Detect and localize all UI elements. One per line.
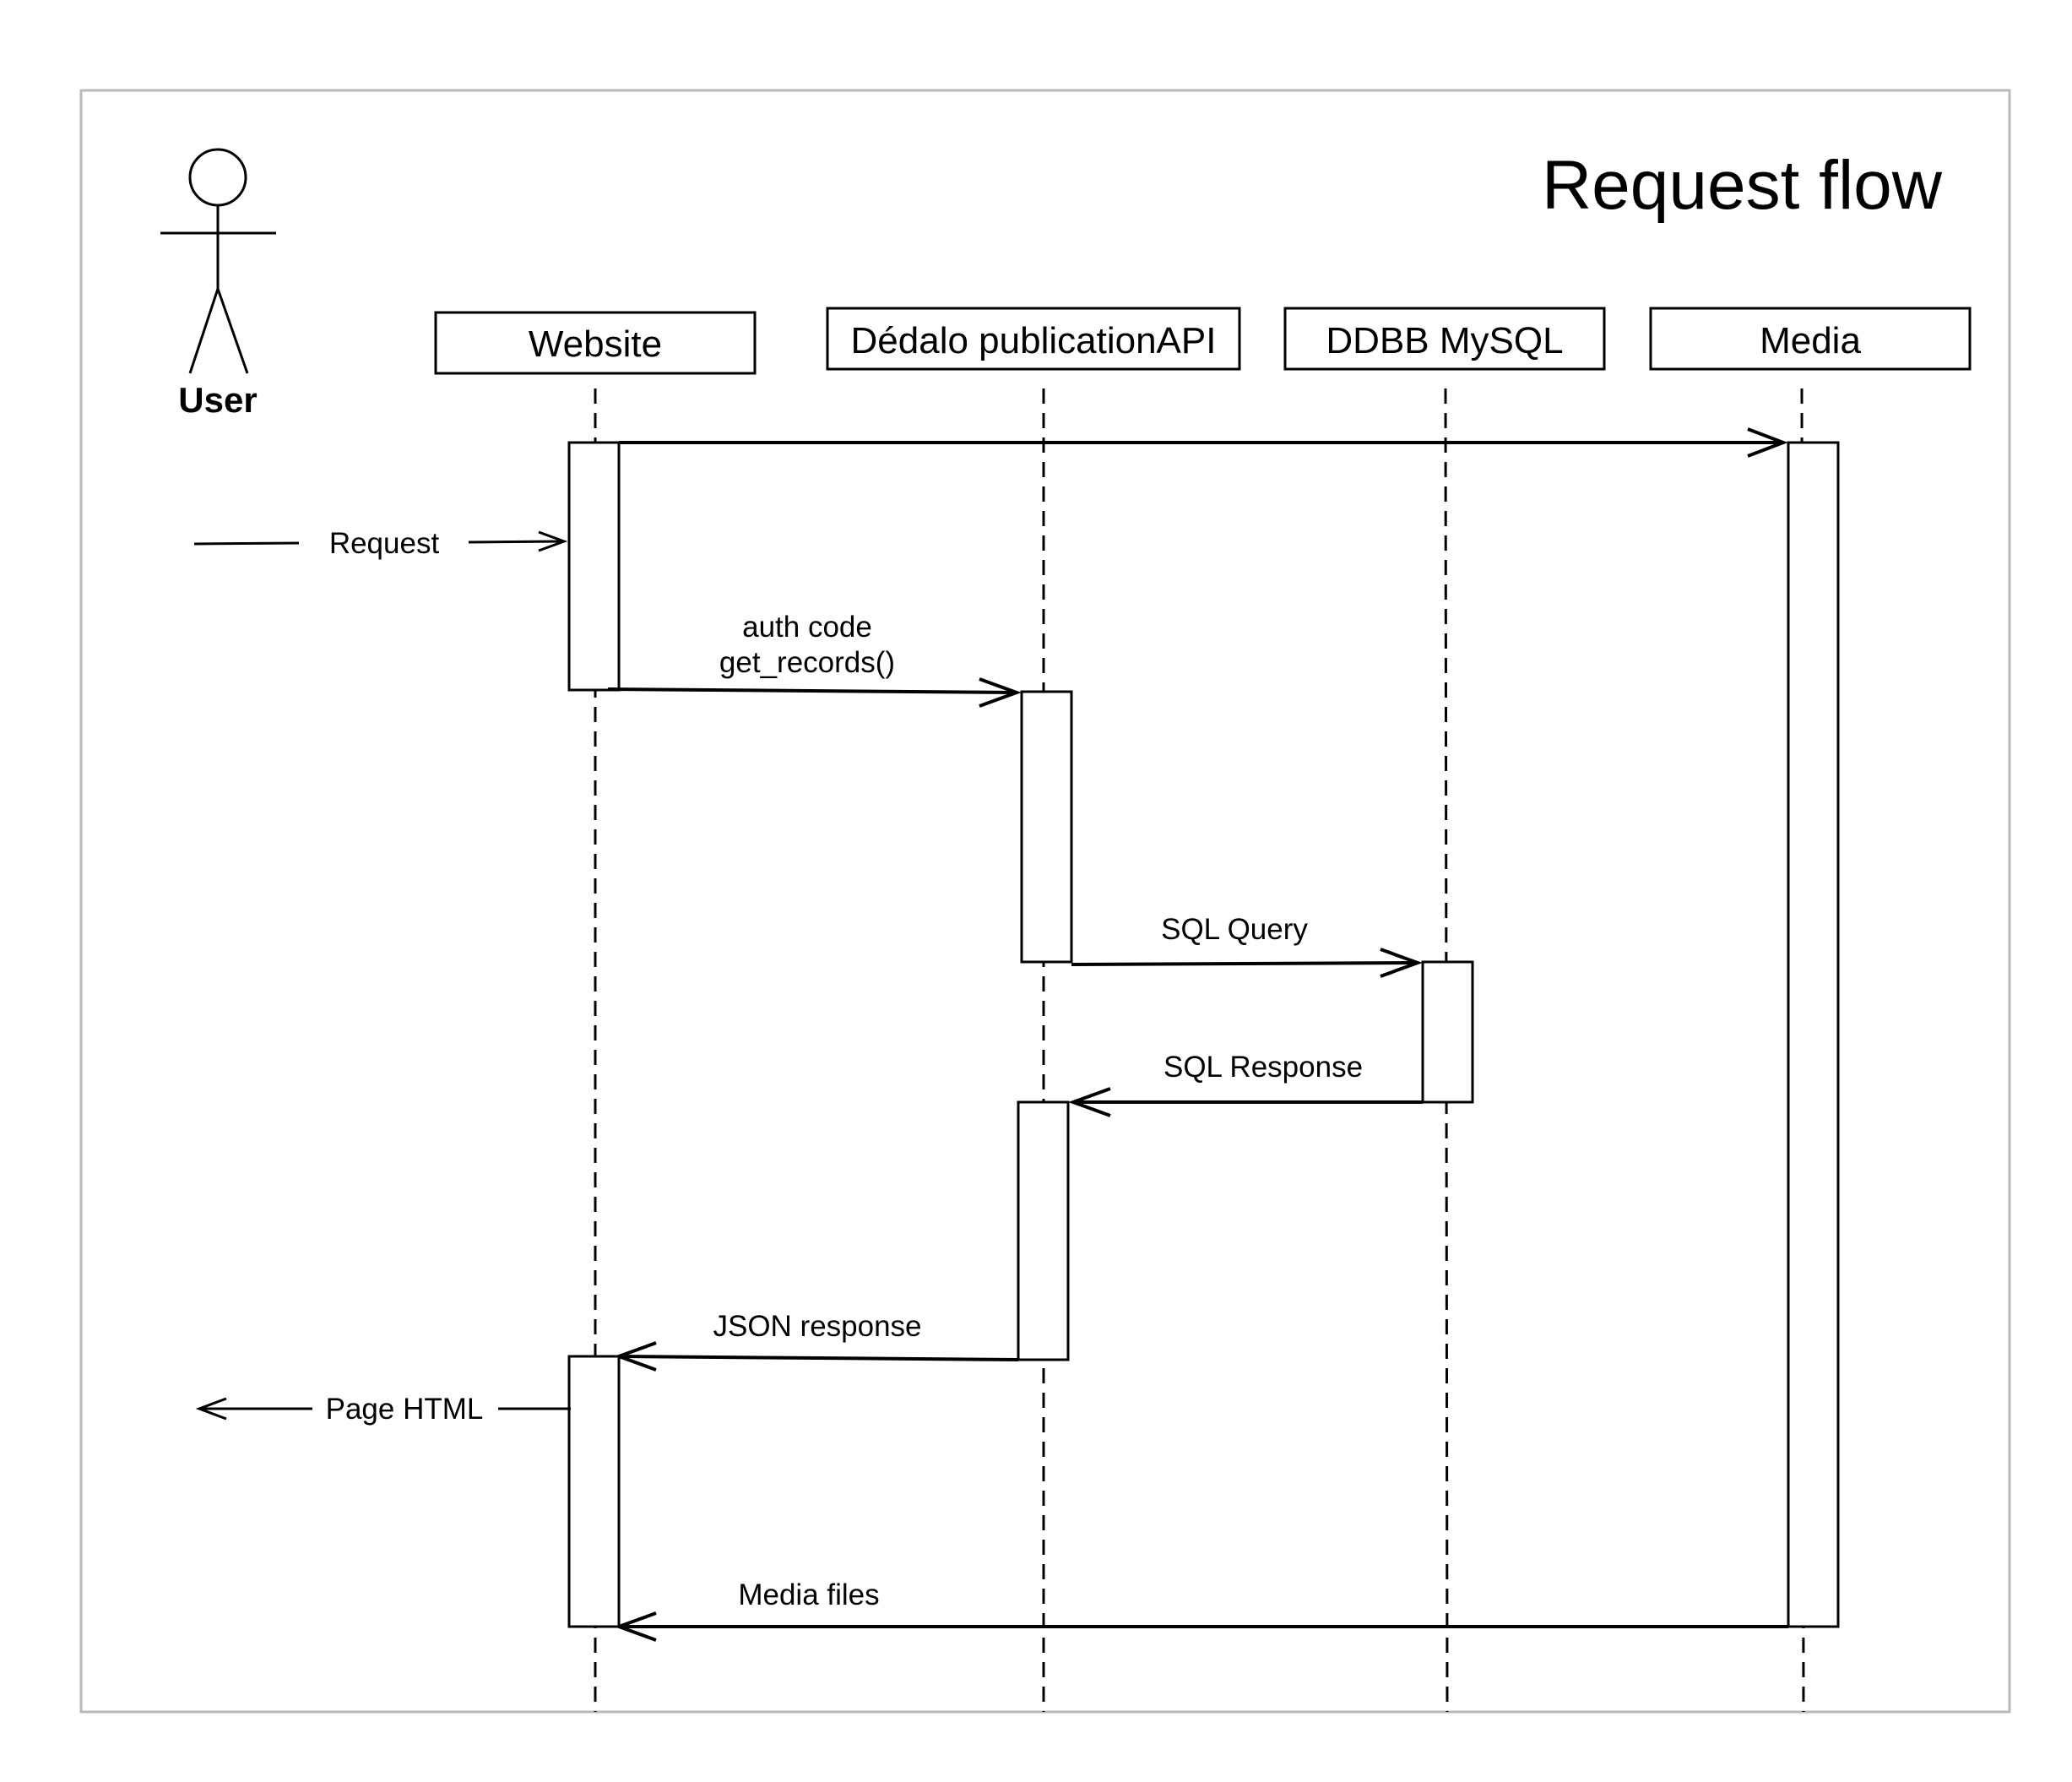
message-get-records-label-line1: auth code (742, 611, 872, 644)
open-arrowhead-icon (614, 1341, 657, 1372)
open-arrowhead-icon (1380, 948, 1423, 978)
participant-media-label: Media (1760, 320, 1861, 361)
participant-api-label: Dédalo publicationAPI (851, 320, 1217, 361)
participant-db-label: DDBB MySQL (1326, 320, 1563, 361)
open-arrowhead-icon (195, 1397, 227, 1421)
message-media-files: Media files (614, 1578, 1788, 1642)
message-json-response: JSON response (614, 1310, 1019, 1372)
activation-website-2 (567, 1355, 621, 1628)
user-actor: User (160, 148, 276, 420)
message-json-response-label: JSON response (713, 1310, 921, 1343)
open-arrowhead-icon (1068, 1087, 1111, 1117)
participant-api: Dédalo publicationAPI (826, 307, 1241, 371)
message-sql-query: SQL Query (1071, 913, 1423, 978)
open-arrowhead-icon (1747, 427, 1788, 458)
participant-media: Media (1649, 307, 1972, 371)
diagram-title: Request flow (1542, 147, 1943, 224)
message-sql-query-label: SQL Query (1161, 913, 1308, 946)
user-stick-figure-icon (160, 148, 276, 374)
message-request-label: Request (329, 527, 440, 560)
open-arrowhead-icon (538, 530, 568, 552)
participant-website: Website (434, 311, 757, 375)
user-actor-label: User (178, 380, 257, 420)
message-get-records-label-line2: get_records() (719, 646, 895, 679)
activation-db-1 (1421, 960, 1474, 1104)
open-arrowhead-icon (979, 677, 1022, 708)
message-get-records: auth code get_records() (607, 611, 1022, 708)
message-page-html-label: Page HTML (326, 1393, 484, 1426)
message-page-html: Page HTML (195, 1393, 571, 1426)
activation-website-1 (567, 441, 621, 692)
message-sql-response-label: SQL Response (1163, 1051, 1363, 1084)
message-media-files-label: Media files (738, 1578, 879, 1611)
message-request: Request (193, 527, 568, 560)
message-website-to-media (619, 427, 1788, 458)
participant-website-label: Website (529, 323, 662, 365)
activation-api-1 (1020, 690, 1073, 964)
activation-media (1787, 441, 1840, 1628)
activation-api-2 (1017, 1100, 1070, 1361)
open-arrowhead-icon (614, 1611, 657, 1642)
participant-db: DDBB MySQL (1283, 307, 1606, 371)
message-sql-response: SQL Response (1068, 1051, 1423, 1117)
